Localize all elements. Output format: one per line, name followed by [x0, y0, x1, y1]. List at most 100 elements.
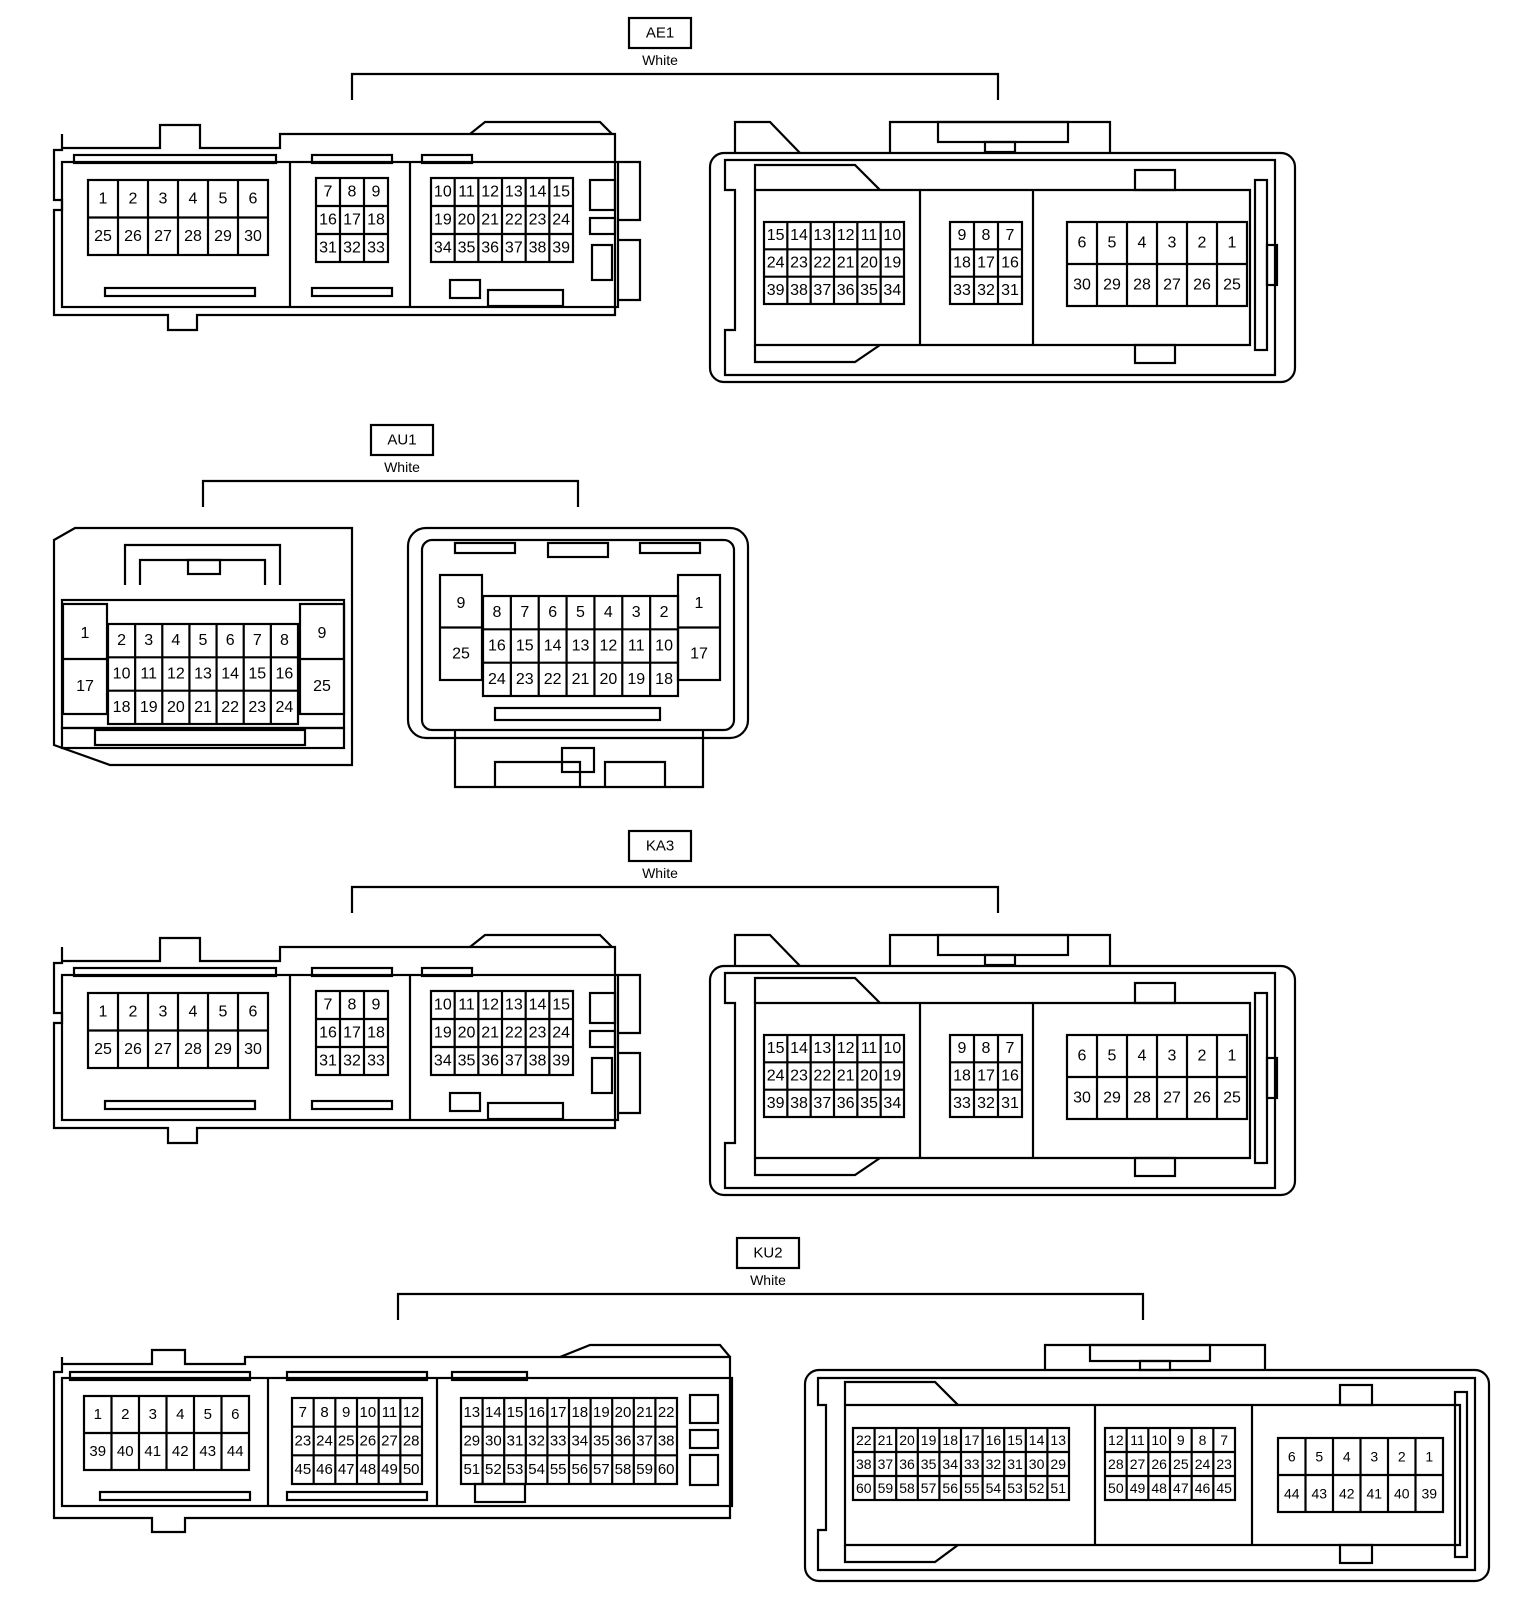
pin-number: 26	[359, 1433, 376, 1450]
pin-number: 28	[1133, 277, 1151, 294]
pin-number: 23	[516, 671, 534, 688]
pin-number: 39	[767, 282, 785, 299]
pin-number: 33	[964, 1456, 980, 1472]
pin-number: 15	[552, 997, 570, 1014]
pin-number: 13	[1050, 1432, 1066, 1448]
latch-window	[936, 933, 1070, 957]
pin-number: 11	[1130, 1432, 1145, 1448]
pin-number: 31	[319, 240, 337, 257]
terminal-block	[314, 176, 390, 264]
pin-number: 32	[343, 1053, 361, 1070]
pin-number: 49	[381, 1461, 398, 1478]
terminal-block	[106, 622, 300, 726]
pin-number: 7	[324, 997, 333, 1014]
pin-number: 17	[343, 1025, 361, 1042]
bottom-rib	[60, 726, 346, 750]
cavity-chamfer	[753, 344, 881, 364]
pin-number: 24	[552, 212, 570, 229]
pin-number: 25	[1223, 1090, 1241, 1107]
top-rib	[68, 1370, 252, 1382]
pin-number: 15	[516, 638, 534, 655]
cavity-chamfer	[753, 976, 881, 1004]
pin-number: 17	[690, 645, 708, 662]
side-clip	[618, 973, 642, 1035]
pin-number: 19	[140, 699, 158, 716]
pin-number: 28	[1133, 1090, 1151, 1107]
bottom-slot	[93, 728, 307, 747]
pin-number: 10	[655, 638, 673, 655]
pin-number: 54	[528, 1461, 545, 1478]
pin-number: 17	[343, 212, 361, 229]
bottom-latch	[493, 760, 582, 787]
pin-number: 48	[359, 1461, 376, 1478]
connector-housing	[52, 1348, 732, 1534]
pin-number: 15	[1007, 1432, 1023, 1448]
pin-number: 29	[214, 228, 232, 245]
pin-number: 22	[505, 212, 523, 229]
pin-number: 4	[189, 1003, 198, 1020]
terminal-block	[429, 989, 575, 1077]
pin-number: 20	[458, 212, 476, 229]
pin-number: 20	[899, 1432, 915, 1448]
pin-number: 32	[986, 1456, 1002, 1472]
pin-number: 22	[813, 1068, 831, 1085]
pin-number: 38	[529, 240, 547, 257]
pin-number: 7	[1006, 227, 1015, 244]
pin-number: 24	[276, 699, 294, 716]
pin-number: 16	[528, 1404, 545, 1421]
pin-number: 18	[942, 1432, 958, 1448]
pin-number: 13	[463, 1404, 480, 1421]
pin-number: 46	[1195, 1480, 1211, 1496]
pin-number: 6	[1078, 1048, 1087, 1065]
bottom-rib	[310, 1099, 394, 1111]
top-key	[546, 541, 610, 559]
pin-number: 11	[458, 997, 475, 1014]
pin-number: 17	[550, 1404, 567, 1421]
pin-number: 56	[942, 1480, 958, 1496]
pin-number: 8	[348, 997, 357, 1014]
top-rib	[450, 1370, 529, 1382]
pin-number: 29	[214, 1041, 232, 1058]
pin-number: 35	[860, 1095, 878, 1112]
pin-number: 58	[899, 1480, 915, 1496]
pin-number: 33	[953, 282, 971, 299]
terminal-block	[1065, 220, 1249, 308]
pin-number: 16	[276, 666, 294, 683]
pin-number: 20	[615, 1404, 632, 1421]
pin-number: 51	[463, 1461, 480, 1478]
pin-number: 6	[548, 604, 557, 621]
bottom-rib	[310, 286, 394, 298]
side-clip	[618, 160, 642, 222]
pin-number: 15	[552, 184, 570, 201]
pin-number: 14	[221, 666, 239, 683]
bottom-rib	[103, 1099, 257, 1111]
pin-number: 5	[1315, 1449, 1323, 1465]
side-slot	[590, 1056, 614, 1095]
pin-number: 35	[458, 1053, 476, 1070]
pin-number: 23	[790, 1068, 808, 1085]
pin-number: 13	[572, 638, 590, 655]
pin-number: 10	[883, 1040, 901, 1057]
pin-number: 38	[790, 1095, 808, 1112]
locking-tab	[559, 1343, 731, 1359]
pin-number: 31	[1001, 282, 1019, 299]
pin-number: 18	[571, 1404, 588, 1421]
pin-number: 31	[319, 1053, 337, 1070]
pin-number: 3	[159, 1003, 168, 1020]
cavity	[843, 1403, 1462, 1547]
bottom-slot	[486, 288, 565, 308]
pin-number: 26	[1193, 277, 1211, 294]
pin-number: 1	[1228, 1048, 1237, 1065]
pin-number: 5	[1108, 1048, 1117, 1065]
pin-number: 35	[921, 1456, 937, 1472]
terminal-block	[762, 1033, 906, 1119]
pin-number: 41	[1366, 1486, 1382, 1502]
pin-number: 27	[154, 1041, 172, 1058]
side-slot	[588, 991, 617, 1025]
pin-number: 47	[1173, 1480, 1189, 1496]
pin-number: 25	[1223, 277, 1241, 294]
pin-number: 18	[655, 671, 673, 688]
pin-number: 39	[767, 1095, 785, 1112]
pin-number: 12	[167, 666, 185, 683]
connector-color: White	[750, 1272, 786, 1288]
